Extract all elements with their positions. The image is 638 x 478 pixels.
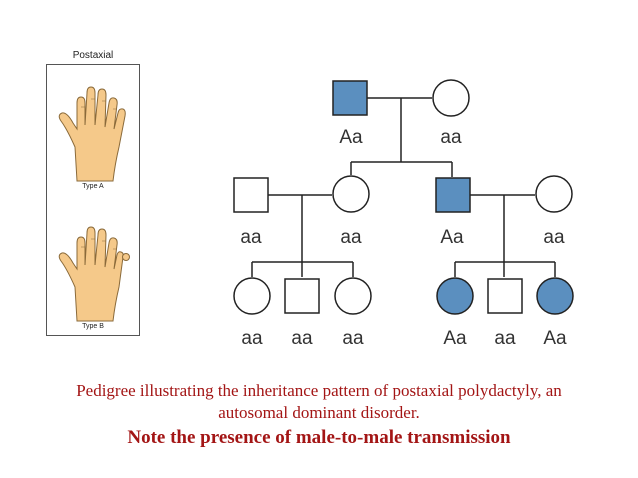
gen3-right-daughter1-affected-female — [436, 277, 474, 315]
type-a-label: Type A — [82, 183, 104, 190]
gen1-father-affected-male — [332, 80, 368, 116]
hand-type-a-image — [58, 86, 126, 182]
hand-illustration-panel: Type A Type B — [46, 64, 140, 336]
gen3-left-son-unaffected-male — [284, 278, 320, 314]
gen2-right-wife-unaffected-female — [535, 175, 573, 213]
gen2-left-daughter-genotype: aa — [340, 227, 362, 248]
gen2-left-husband-unaffected-male — [233, 177, 269, 213]
gen3-left-daughter1-unaffected-female — [233, 277, 271, 315]
gen3-right-daughter1-genotype: Aa — [443, 328, 467, 349]
gen3-left-daughter2-unaffected-female — [334, 277, 372, 315]
gen2-right-son-affected-male — [435, 177, 471, 213]
gen2-right-wife-genotype: aa — [543, 227, 565, 248]
gen1-mother-unaffected-female — [432, 79, 470, 117]
gen2-right-son-genotype: Aa — [440, 227, 464, 248]
gen2-left-husband-genotype: aa — [240, 227, 262, 248]
gen3-right-son-unaffected-male — [487, 278, 523, 314]
gen3-left-daughter1-genotype: aa — [241, 328, 263, 349]
gen3-right-daughter2-genotype: Aa — [543, 328, 567, 349]
gen3-right-son-genotype: aa — [494, 328, 516, 349]
gen1-mother-genotype: aa — [440, 127, 462, 148]
gen3-left-daughter2-genotype: aa — [342, 328, 364, 349]
caption-line-2: autosomal dominant disorder. — [218, 403, 420, 422]
caption-emphasis: Note the presence of male-to-male transm… — [127, 427, 511, 448]
hand-type-b-image — [58, 226, 130, 322]
gen3-right-daughter2-affected-female — [536, 277, 574, 315]
hand-panel-title: Postaxial — [72, 50, 114, 61]
caption-line-1: Pedigree illustrating the inheritance pa… — [76, 381, 562, 400]
gen1-father-genotype: Aa — [339, 127, 363, 148]
gen2-left-daughter-unaffected-female — [332, 175, 370, 213]
type-b-label: Type B — [82, 323, 104, 330]
gen3-left-son-genotype: aa — [291, 328, 313, 349]
